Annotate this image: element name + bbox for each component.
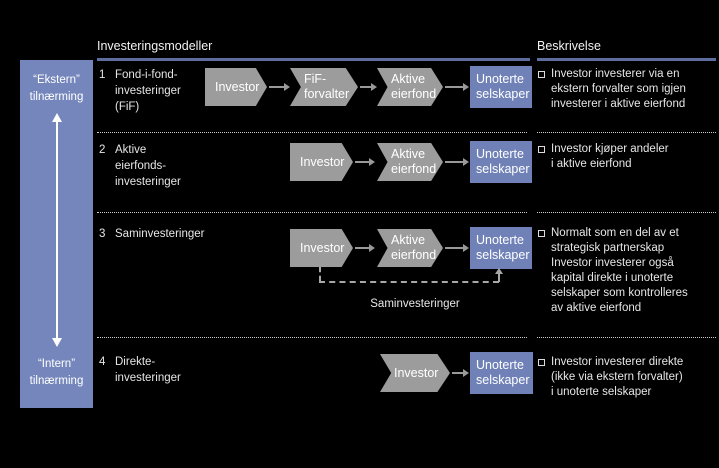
row-description: Investor investerer direkte (ikke via ek… <box>551 356 684 398</box>
coinvest-dashed-line <box>319 281 499 283</box>
models-header: Investeringsmodeller <box>97 39 213 53</box>
coinvest-arrowhead-icon <box>495 268 503 274</box>
flow-arrow-icon <box>445 244 469 252</box>
double-arrow-icon <box>52 113 62 347</box>
separator <box>537 132 716 133</box>
coinvest-arrow-line <box>498 273 500 282</box>
row-number: 4 <box>99 356 106 368</box>
shape-aktive-eierfond: Aktive eierfond <box>377 143 443 181</box>
description-header: Beskrivelse <box>537 39 601 53</box>
box-unoterte-selskaper: Unoterte selskaper <box>470 141 532 183</box>
row-label: Direkte- investeringer <box>115 356 181 384</box>
flow-arrow-icon <box>452 369 469 377</box>
shape-aktive-eierfond: Aktive eierfond <box>377 229 443 267</box>
separator <box>97 132 527 133</box>
coinvest-label: Saminvesteringer <box>370 298 460 310</box>
row-number: 2 <box>99 144 106 156</box>
row-description: Normalt som en del av et strategisk part… <box>551 227 688 314</box>
box-unoterte-selskaper: Unoterte selskaper <box>470 227 532 269</box>
description-header-rule <box>537 58 716 61</box>
models-header-rule <box>97 58 530 61</box>
row-label: Aktive eierfonds- investeringer <box>115 144 181 188</box>
flow-arrow-icon <box>360 83 377 91</box>
shape-investor: Investor <box>205 68 267 106</box>
flow-arrow-icon <box>269 83 290 91</box>
separator <box>537 212 716 213</box>
row-number: 1 <box>99 69 106 81</box>
shape-investor: Investor <box>380 354 450 392</box>
flow-arrow-icon <box>355 158 375 166</box>
box-unoterte-selskaper: Unoterte selskaper <box>470 352 533 394</box>
bullet-icon <box>538 71 545 78</box>
separator <box>97 212 527 213</box>
bullet-icon <box>538 146 545 153</box>
separator <box>537 337 716 338</box>
box-unoterte-selskaper: Unoterte selskaper <box>470 66 532 108</box>
row-label: Saminvesteringer <box>115 228 205 240</box>
sidebar-label-ekstern: “Ekstern” tilnærming <box>29 74 84 103</box>
bullet-icon <box>538 359 545 366</box>
sidebar-label-intern: “Intern” tilnærming <box>29 358 84 387</box>
shape-aktive-eierfond: Aktive eierfond <box>377 68 443 106</box>
bullet-icon <box>538 230 545 237</box>
shape-fif-forvalter: FiF- forvalter <box>290 68 358 106</box>
shape-investor: Investor <box>290 229 353 267</box>
row-description: Investor investerer via en ekstern forva… <box>551 68 686 110</box>
row-number: 3 <box>99 228 106 240</box>
flow-arrow-icon <box>355 244 375 252</box>
row-description: Investor kjøper andeler i aktive eierfon… <box>551 143 669 170</box>
shape-investor: Investor <box>290 143 353 181</box>
flow-arrow-icon <box>445 83 469 91</box>
coinvest-dashed-line <box>319 267 321 281</box>
row-label: Fond-i-fond- investeringer (FiF) <box>115 69 181 113</box>
separator <box>97 337 527 338</box>
flow-arrow-icon <box>445 158 469 166</box>
